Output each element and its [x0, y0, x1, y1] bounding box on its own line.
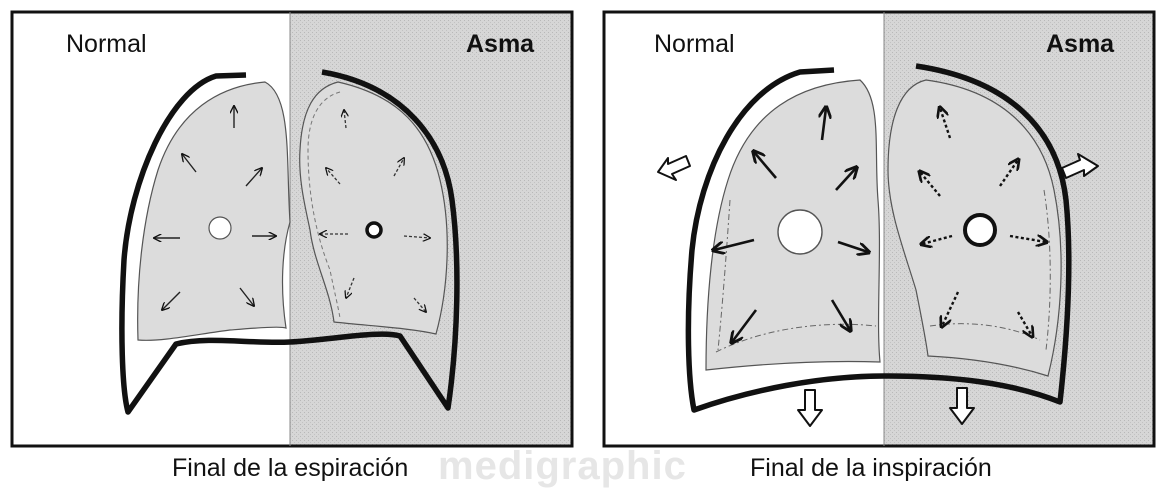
normal-lung — [138, 82, 290, 340]
airway-circle-narrowed — [965, 215, 995, 245]
airway-circle-narrowed — [367, 223, 381, 237]
expansion-arrow-down-left — [798, 390, 822, 426]
panel-inspiration: Normal Asma — [604, 12, 1154, 446]
airway-circle — [209, 217, 231, 239]
expansion-arrow-left — [658, 156, 690, 180]
normal-label: Normal — [654, 30, 735, 58]
panel-expiration: Normal Asma — [12, 12, 572, 446]
asthma-label: Asma — [1046, 30, 1115, 58]
asthma-label: Asma — [466, 30, 535, 58]
normal-label: Normal — [66, 30, 147, 58]
caption-inspiration: Final de la inspiración — [750, 454, 992, 483]
caption-expiration: Final de la espiración — [172, 454, 408, 483]
watermark: medigraphic — [438, 444, 687, 489]
airway-circle — [778, 210, 822, 254]
